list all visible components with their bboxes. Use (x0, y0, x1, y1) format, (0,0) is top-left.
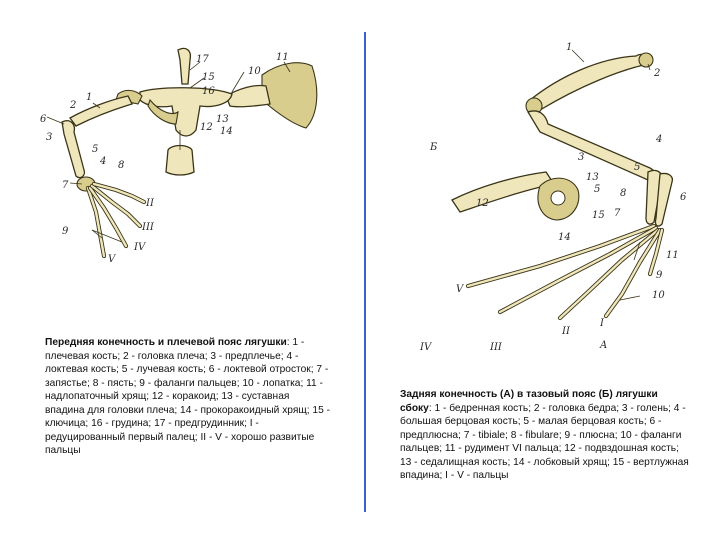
humerus (69, 95, 133, 127)
label-4: 4 (99, 156, 106, 167)
label-r2: 2 (653, 68, 660, 79)
label-7: 7 (62, 180, 69, 191)
label-toe-2: II (561, 326, 571, 337)
label-r4: 4 (655, 134, 662, 145)
label-digit-5: V (108, 254, 117, 265)
label-8: 8 (118, 160, 124, 171)
sternum (177, 47, 192, 85)
label-r5b: 5 (594, 184, 600, 195)
label-14: 14 (220, 126, 233, 137)
label-5: 5 (92, 144, 98, 155)
acetabulum (550, 190, 566, 206)
femur (529, 53, 649, 111)
label-16: 16 (202, 86, 215, 97)
label-digit-4: IV (133, 242, 147, 253)
forelimb-caption-body: : 1 - плечевая кость; 2 - головка плеча;… (45, 337, 330, 456)
coracoid (147, 98, 179, 125)
label-6: 6 (40, 114, 47, 125)
label-13: 13 (216, 114, 229, 125)
leader-lines-left (46, 61, 291, 243)
hindlimb-caption-body: : 1 - бедренная кость; 2 - головка бедра… (400, 402, 689, 482)
label-11: 11 (276, 52, 289, 63)
label-r5: 5 (634, 162, 640, 173)
tarsus-upper (645, 169, 663, 225)
label-r13: 13 (586, 172, 599, 183)
label-limb: A (599, 340, 607, 351)
label-toe-4: IV (419, 342, 433, 353)
label-12: 12 (200, 122, 213, 133)
label-r9: 9 (656, 270, 663, 281)
label-9: 9 (62, 226, 69, 237)
label-3: 3 (46, 132, 52, 143)
leader-lines-right (571, 49, 651, 301)
suprascapula (261, 62, 318, 129)
tarsus-lower (654, 172, 674, 227)
label-2: 2 (69, 100, 76, 111)
label-r8: 8 (620, 188, 626, 199)
hindlimb-caption-title: Задняя конечность (А) в тазовый пояс (Б)… (400, 389, 658, 414)
femur-head (638, 52, 654, 68)
label-1: 1 (86, 92, 92, 103)
label-r10: 10 (652, 290, 665, 301)
forearm (61, 120, 86, 179)
label-r14: 14 (558, 232, 571, 243)
label-pelvis: Б (429, 142, 438, 153)
label-r3: 3 (578, 152, 584, 163)
toes (465, 223, 665, 321)
label-r6: 6 (680, 192, 687, 203)
fingers (85, 181, 147, 259)
column-divider (364, 32, 366, 512)
scapula (225, 84, 271, 108)
label-10: 10 (248, 66, 261, 77)
label-r11: 11 (666, 250, 679, 261)
hindlimb-caption: Задняя конечность (А) в тазовый пояс (Б)… (400, 388, 692, 483)
label-r15: 15 (592, 210, 605, 221)
label-digit-2: II (145, 198, 155, 209)
label-r12: 12 (476, 198, 489, 209)
label-toe-3: III (489, 342, 503, 353)
label-r1: 1 (566, 42, 572, 53)
label-17: 17 (196, 54, 209, 65)
label-toe-5: V (456, 284, 465, 295)
sternum-plate (165, 144, 195, 176)
label-toe-1: I (599, 318, 605, 329)
forelimb-caption: Передняя конечность и плечевой пояс лягу… (45, 336, 330, 458)
label-r7: 7 (614, 208, 621, 219)
forelimb-caption-title: Передняя конечность и плечевой пояс лягу… (45, 337, 287, 348)
label-digit-3: III (141, 222, 155, 233)
label-15: 15 (202, 72, 215, 83)
girdle-body (139, 87, 233, 137)
